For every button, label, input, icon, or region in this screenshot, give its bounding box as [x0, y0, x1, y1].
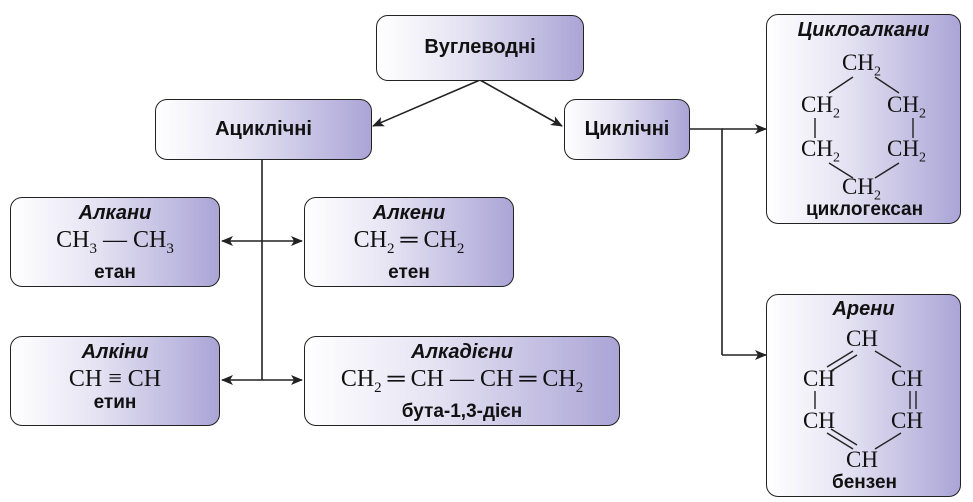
cyclohexane-ch2-upper-right: CH2 [887, 92, 926, 122]
cyclohexane-ch2-upper-left: CH2 [801, 92, 840, 122]
cyclic-node: Циклічні [564, 99, 690, 160]
cyclic-trunk [690, 128, 723, 355]
alkynes-title: Алкіни [81, 341, 149, 363]
alkanes-formula: CH3 — CH3 [56, 227, 174, 257]
cyclohexane-ch2-lower-left: CH2 [801, 136, 840, 166]
benzene-ch-lower-right: CH [891, 408, 923, 433]
arrow-to-cyclic [479, 79, 563, 127]
arenes-name: бензен [831, 472, 897, 493]
alkenes-node: Алкени CH2 ═ CH2 етен [304, 197, 514, 287]
alkynes-formula: CH ≡ CH [68, 366, 162, 392]
alkadienes-node: Алкадієни CH2 ═ CH — CH ═ CH2 бута-1,3-д… [304, 336, 620, 426]
cycloalkanes-node: Циклоалкани CH2 CH2 CH2 CH2 CH2 CH2 цикл… [766, 14, 961, 224]
alkenes-formula: CH2 ═ CH2 [353, 227, 465, 257]
benzene-bonds [814, 350, 917, 450]
cyclic-label: Циклічні [584, 118, 670, 140]
benzene-ch-upper-right: CH [891, 366, 923, 391]
benzene-ch-top: CH [846, 326, 878, 351]
alkanes-name: етан [94, 261, 136, 283]
alkanes-title: Алкани [78, 202, 152, 224]
cyclohexane-ch2-top: CH2 [842, 50, 881, 80]
alkadienes-name: бута-1,3-дієн [401, 400, 523, 422]
benzene-ch-upper-left: CH [803, 366, 835, 391]
alkanes-node: Алкани CH3 — CH3 етан [10, 197, 220, 287]
alkynes-node: Алкіни CH ≡ CH етин [10, 336, 220, 426]
alkynes-name: етин [93, 392, 137, 413]
benzene-ch-bottom: CH [846, 447, 878, 472]
arenes-node: Арени CH CH CH CH CH CH бензен [766, 294, 961, 497]
cycloalkanes-title: Циклоалкани [797, 19, 930, 41]
arrow-to-acyclic [372, 79, 481, 127]
arenes-title: Арени [832, 298, 895, 320]
alkadienes-title: Алкадієни [411, 341, 513, 363]
cyclohexane-bonds [814, 76, 914, 179]
acyclic-node: Ациклічні [155, 99, 372, 160]
root-node: Вуглеводні [376, 15, 584, 81]
root-label: Вуглеводні [424, 36, 536, 58]
cyclohexane-ch2-lower-right: CH2 [887, 136, 926, 166]
cycloalkanes-name: циклогексан [805, 199, 924, 220]
cyclohexane-ch2-bottom: CH2 [842, 174, 881, 204]
alkadienes-formula: CH2 ═ CH — CH ═ CH2 [340, 366, 584, 396]
alkenes-title: Алкени [372, 202, 446, 224]
benzene-ch-lower-left: CH [803, 408, 835, 433]
alkenes-name: етен [388, 261, 430, 283]
acyclic-label: Ациклічні [215, 118, 312, 140]
